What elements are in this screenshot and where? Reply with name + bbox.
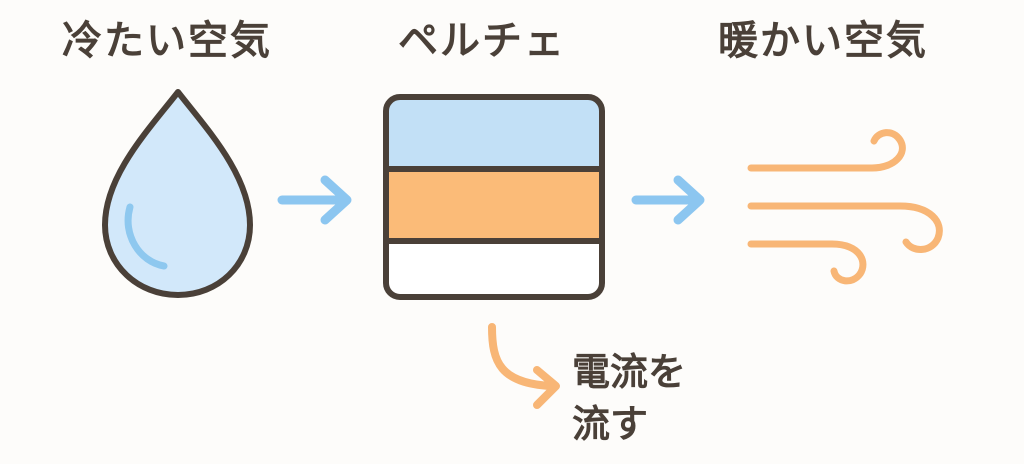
warm-air-title: 暖かい空気 — [718, 18, 928, 64]
peltier-title: ペルチェ — [398, 18, 566, 64]
peltier-module-icon — [383, 94, 605, 300]
arrow-right-icon — [277, 175, 352, 225]
water-drop-icon — [102, 89, 253, 298]
cold-air-title: 冷たい空気 — [62, 18, 272, 64]
current-note-line2: 流す — [572, 402, 649, 446]
wind-icon — [747, 129, 943, 285]
current-note: 電流を 流す — [572, 346, 722, 450]
current-note-line1: 電流を — [572, 350, 687, 394]
arrow-right-icon — [631, 175, 705, 225]
curved-arrow-icon — [488, 323, 560, 409]
